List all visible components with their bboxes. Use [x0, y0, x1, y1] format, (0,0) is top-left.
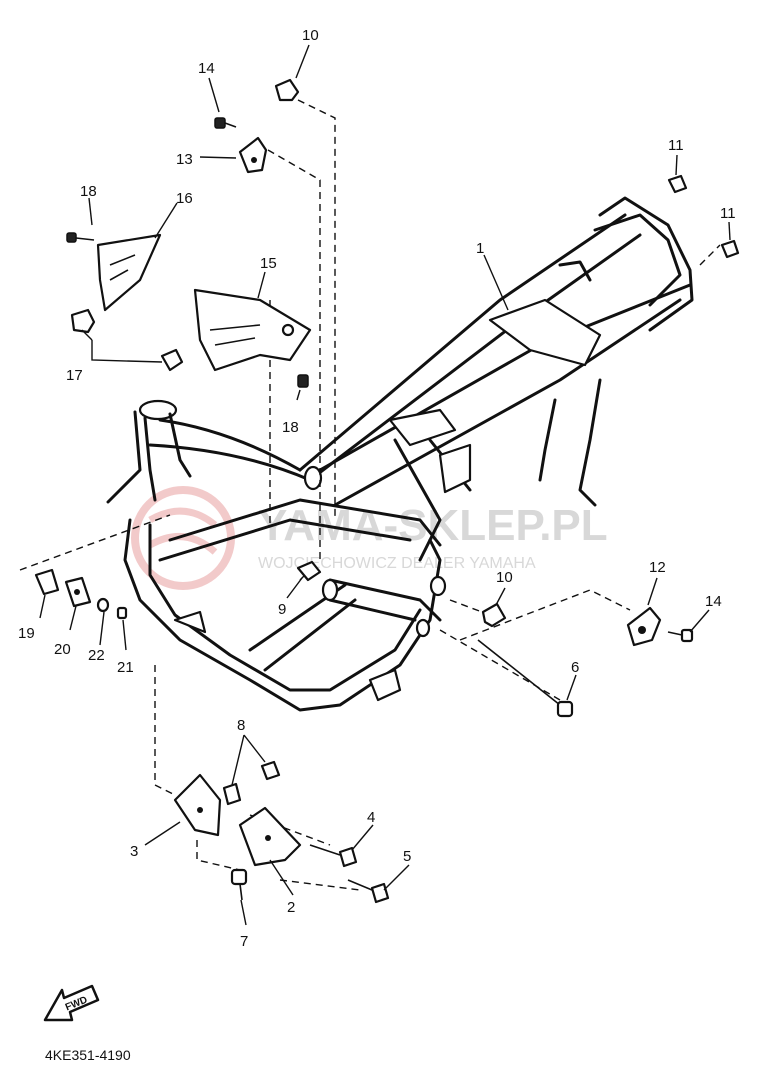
part-10-top [274, 78, 300, 102]
callout-4: 4 [367, 809, 375, 826]
fwd-arrow-icon: FWD [43, 984, 100, 1022]
callout-14-top: 14 [198, 60, 215, 77]
callout-8: 8 [237, 717, 245, 734]
callout-21: 21 [117, 659, 134, 676]
part-11-b [720, 239, 740, 259]
callout-leaders [39, 44, 731, 926]
part-14-top [214, 117, 237, 129]
callout-17: 17 [66, 367, 83, 384]
part-19 [34, 568, 60, 596]
part-3-bracket [173, 773, 222, 837]
part-14-right [667, 628, 694, 643]
callout-16: 16 [176, 190, 193, 207]
part-4-bolt [309, 844, 358, 868]
callout-19: 19 [18, 625, 35, 642]
part-15 [193, 288, 312, 372]
callout-18-right: 18 [282, 419, 299, 436]
callout-15: 15 [260, 255, 277, 272]
part-5-bolt [347, 879, 390, 904]
callout-13: 13 [176, 151, 193, 168]
watermark: YAMA-SKLEP.PL WOJCIECHOWICZ DEALER YAMAH… [131, 486, 608, 590]
part-13 [238, 136, 268, 174]
part-18-left [66, 232, 95, 243]
part-12 [626, 606, 662, 647]
part-22 [96, 597, 110, 613]
part-17-upper [70, 308, 96, 334]
callout-11-a: 11 [668, 137, 684, 154]
part-21 [116, 606, 128, 620]
watermark-subtitle: WOJCIECHOWICZ DEALER YAMAHA [258, 555, 536, 572]
callout-9: 9 [278, 601, 286, 618]
callout-14-right: 14 [705, 593, 722, 610]
callout-11-b: 11 [720, 205, 736, 222]
part-2-bracket [238, 806, 302, 867]
part-7-bolt [230, 868, 248, 901]
part-9 [296, 560, 322, 582]
part-20 [64, 576, 92, 608]
diagram-code: 4KE351-4190 [45, 1047, 131, 1063]
callout-22: 22 [88, 647, 105, 664]
callout-10-top: 10 [302, 27, 319, 44]
part-17-lower [160, 348, 184, 372]
callout-5: 5 [403, 848, 411, 865]
callout-18-left: 18 [80, 183, 97, 200]
callout-12: 12 [649, 559, 666, 576]
callout-10-lower: 10 [496, 569, 513, 586]
dashed-leaders [19, 99, 721, 891]
callout-6: 6 [571, 659, 579, 676]
part-6-bolt [477, 639, 574, 718]
callout-labels: 10 14 13 18 16 15 1 11 11 17 18 10 12 14… [18, 27, 736, 950]
callout-3: 3 [130, 843, 138, 860]
part-8-b [260, 760, 281, 781]
main-frame [106, 196, 694, 712]
part-8-a [222, 782, 242, 806]
part-10-lower [481, 602, 507, 628]
part-11-a [667, 174, 688, 194]
callout-2: 2 [287, 899, 295, 916]
callout-1: 1 [476, 240, 484, 257]
callout-7: 7 [240, 933, 248, 950]
part-18-right [297, 374, 309, 388]
part-16 [96, 233, 162, 312]
callout-20: 20 [54, 641, 71, 658]
